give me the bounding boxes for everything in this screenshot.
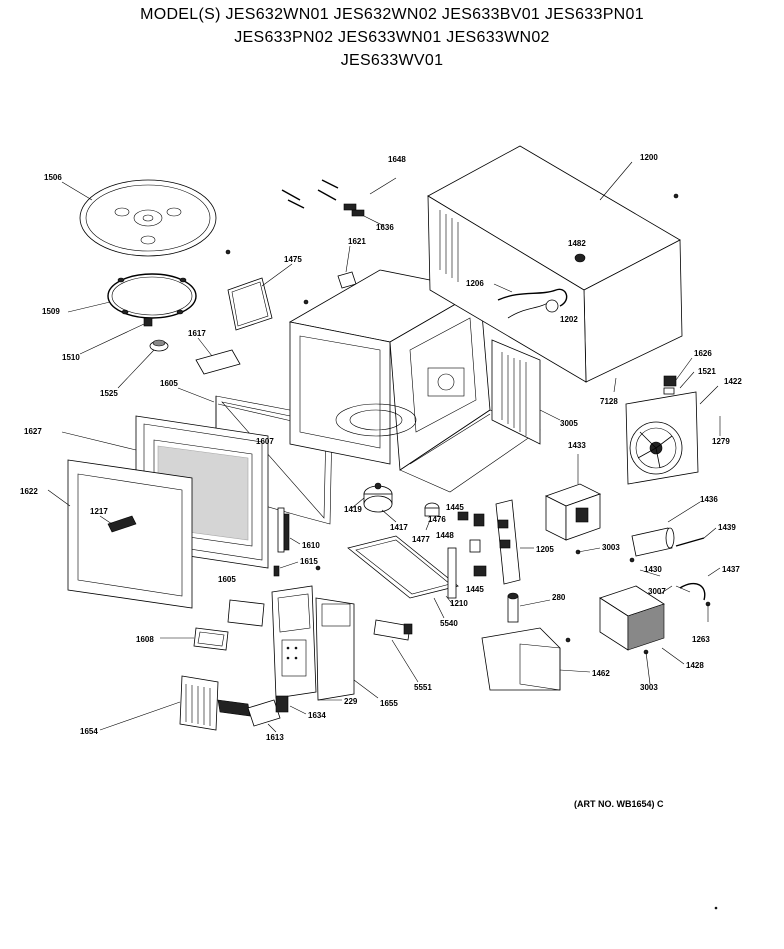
roller-guide	[149, 339, 169, 352]
latch-bracket	[195, 349, 241, 375]
label-1521: 1521	[698, 367, 716, 376]
label-1205: 1205	[536, 545, 554, 554]
label-3003b: 3003	[640, 683, 658, 692]
label-1482: 1482	[568, 239, 586, 248]
label-1615: 1615	[300, 557, 318, 566]
label-1422: 1422	[724, 377, 742, 386]
label-1445b: 1445	[466, 585, 484, 594]
high-voltage-diode	[675, 537, 705, 547]
label-1417: 1417	[390, 523, 408, 532]
label-1419: 1419	[344, 505, 362, 514]
label-1636: 1636	[376, 223, 394, 232]
label-1610: 1610	[302, 541, 320, 550]
label-1655: 1655	[380, 699, 398, 708]
label-1510: 1510	[62, 353, 80, 362]
touch-pad-connector	[373, 619, 413, 641]
label-1509: 1509	[42, 307, 60, 316]
label-1605a: 1605	[160, 379, 178, 388]
thermistor	[507, 592, 519, 623]
label-7128: 7128	[600, 397, 618, 406]
model-line-2: JES633PN02 JES633WN01 JES633WN02	[234, 29, 550, 46]
bottom-tray	[347, 535, 459, 599]
cavity-side-wall	[491, 339, 541, 445]
thermal-hardware	[281, 179, 365, 217]
high-voltage-transformer	[544, 483, 602, 541]
label-1608: 1608	[136, 635, 154, 644]
label-1436: 1436	[700, 495, 718, 504]
outer-case	[427, 145, 683, 383]
turntable-motor	[363, 482, 393, 513]
label-1202: 1202	[560, 315, 578, 324]
fuse	[545, 299, 559, 313]
capacitor-bracket	[679, 582, 706, 601]
label-1428: 1428	[686, 661, 704, 670]
label-1525: 1525	[100, 389, 118, 398]
label-1475: 1475	[284, 255, 302, 264]
label-5540: 5540	[440, 619, 458, 628]
label-1200: 1200	[640, 153, 658, 162]
label-1206: 1206	[466, 279, 484, 288]
label-1279: 1279	[712, 437, 730, 446]
latch-board	[495, 499, 521, 585]
label-1433: 1433	[568, 441, 586, 450]
label-3005: 3005	[560, 419, 578, 428]
label-1506: 1506	[44, 173, 62, 182]
hinge-switch	[247, 695, 289, 727]
label-1263: 1263	[692, 635, 710, 644]
label-1439: 1439	[718, 523, 736, 532]
label-1617: 1617	[188, 329, 206, 338]
interlock-switch	[469, 513, 487, 577]
model-line-1: MODEL(S) JES632WN01 JES632WN02 JES633BV0…	[140, 6, 644, 23]
label-1654: 1654	[80, 727, 98, 736]
label-1648: 1648	[388, 155, 406, 164]
coupler	[143, 317, 153, 327]
label-1476: 1476	[428, 515, 446, 524]
label-1613: 1613	[266, 733, 284, 742]
air-duct	[481, 627, 561, 691]
magnetron	[599, 585, 665, 651]
door-latch	[277, 507, 290, 553]
label-1622: 1622	[20, 487, 38, 496]
label-1605b: 1605	[218, 575, 236, 584]
cam	[457, 511, 469, 521]
label-1477: 1477	[412, 535, 430, 544]
stirrer-motor	[424, 502, 440, 517]
door-handle-clip	[107, 515, 137, 533]
control-panel	[271, 585, 317, 699]
vent-grille	[179, 675, 251, 731]
case-clip	[574, 253, 586, 263]
label-3007: 3007	[648, 587, 666, 596]
label-1627: 1627	[24, 427, 42, 436]
label-1430: 1430	[644, 565, 662, 574]
door-frame	[67, 459, 193, 609]
label-3003a: 3003	[602, 543, 620, 552]
label-1462: 1462	[592, 669, 610, 678]
label-1445a: 1445	[446, 503, 464, 512]
label-1448: 1448	[436, 531, 454, 540]
fan-motor-assembly	[625, 391, 699, 485]
label-1217: 1217	[90, 507, 108, 516]
roller-ring	[107, 273, 197, 319]
label-1626: 1626	[694, 349, 712, 358]
label-1621: 1621	[348, 237, 366, 246]
label-1210: 1210	[450, 599, 468, 608]
spring	[273, 565, 280, 577]
label-229: 229	[344, 697, 358, 706]
art-number: (ART NO. WB1654) C	[574, 799, 664, 809]
control-board	[315, 597, 355, 701]
high-voltage-capacitor	[631, 527, 675, 557]
turntable-tray	[79, 179, 217, 257]
nameplate	[227, 599, 265, 627]
fan-sensor	[663, 375, 677, 395]
model-line-3: JES633WV01	[340, 52, 444, 69]
label-5551: 5551	[414, 683, 432, 692]
label-1437: 1437	[722, 565, 740, 574]
label-1634: 1634	[308, 711, 326, 720]
badge	[193, 627, 229, 651]
label-280: 280	[552, 593, 566, 602]
label-1607: 1607	[256, 437, 274, 446]
waveguide-cover	[227, 277, 273, 331]
